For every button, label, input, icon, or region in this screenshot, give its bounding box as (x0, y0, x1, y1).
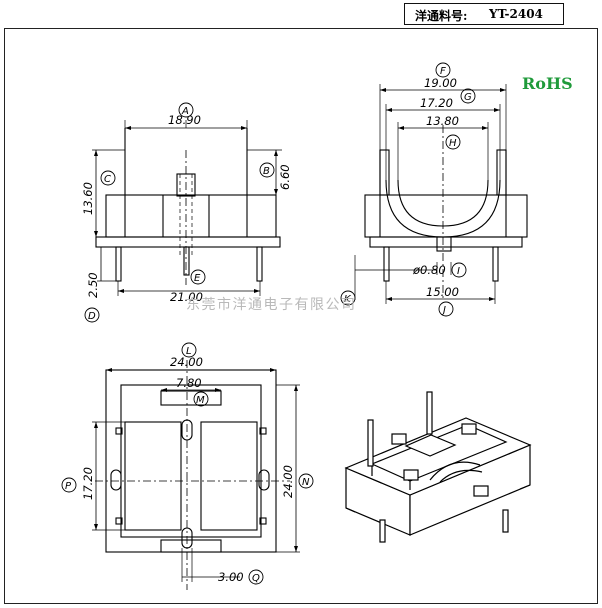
dim-B: 6.60 (278, 164, 292, 190)
dim-J: 15.00 (426, 285, 459, 299)
callout-H (445, 134, 461, 150)
callout-G (460, 88, 476, 104)
callout-L-text: L (186, 346, 192, 357)
dim-A: 18.90 (168, 113, 201, 127)
dim-F: 19.00 (424, 76, 457, 90)
callout-P (61, 477, 77, 493)
front-body (105, 194, 277, 238)
callout-C-front (100, 170, 116, 186)
callouts (61, 62, 476, 585)
callout-E (190, 269, 206, 285)
callout-F (435, 62, 451, 78)
dim-Q: 3.00 (218, 570, 244, 584)
company-watermark: 东莞市洋通电子有限公司 (186, 297, 357, 313)
dim-G: 17.20 (420, 96, 453, 110)
part-number-value: YT-2404 (489, 7, 543, 21)
callout-N (298, 473, 314, 489)
callout-A-text: A (181, 106, 189, 117)
bottom-window-right (200, 421, 258, 531)
side-pin-right (492, 246, 499, 282)
dim-L: 24.00 (170, 355, 203, 369)
callout-E-text: E (194, 273, 201, 284)
callout-M-text: M (196, 395, 205, 406)
callout-I (451, 262, 467, 278)
callout-Q-text: Q (252, 573, 260, 584)
callout-C-text: C (104, 174, 111, 185)
side-post-right (496, 149, 507, 196)
callout-K-text: K (344, 294, 352, 305)
callout-K (340, 290, 356, 306)
dim-M: 7.80 (176, 376, 202, 390)
dim-C-front: 13.60 (81, 182, 95, 215)
callout-M (193, 391, 209, 407)
side-view (354, 84, 528, 304)
dim-N: 24.00 (281, 465, 295, 498)
side-cradle-inner (397, 179, 489, 227)
callout-N-text: N (302, 477, 310, 488)
dim-H: 13.80 (426, 114, 459, 128)
front-pin-right (256, 246, 263, 282)
rohs-badge: RoHS (522, 74, 573, 93)
callout-B (259, 162, 275, 178)
callout-A (178, 102, 194, 118)
side-pin-left (383, 246, 390, 282)
callout-F-text: F (440, 66, 446, 77)
callout-Q (248, 569, 264, 585)
callout-P-text: P (65, 481, 72, 492)
part-number-box: 洋通料号: YT-2404 (404, 3, 564, 25)
drawing-frame (4, 28, 598, 604)
front-pin-left (115, 246, 122, 282)
callout-L (181, 342, 197, 358)
front-pin-center (183, 246, 190, 276)
bottom-window-left (124, 421, 182, 531)
front-view (92, 120, 282, 296)
side-post-left (379, 149, 390, 196)
callout-I-text: I (457, 266, 460, 277)
part-number-label: 洋通料号: (415, 9, 468, 23)
dim-I: ø0.80 (412, 263, 446, 277)
side-body (364, 194, 528, 238)
callout-D-text: D (88, 311, 96, 322)
callout-G-text: G (464, 92, 472, 103)
dim-D: 2.50 (86, 272, 100, 298)
callout-H-text: H (449, 138, 457, 149)
callout-D (84, 307, 100, 323)
callout-J (438, 301, 454, 317)
bottom-view (92, 360, 300, 590)
isometric-view (344, 391, 532, 543)
dim-E: 21.00 (170, 290, 203, 304)
dim-P: 17.20 (81, 467, 95, 500)
callout-B-text: B (263, 166, 270, 177)
callout-J-text: J (441, 305, 446, 316)
